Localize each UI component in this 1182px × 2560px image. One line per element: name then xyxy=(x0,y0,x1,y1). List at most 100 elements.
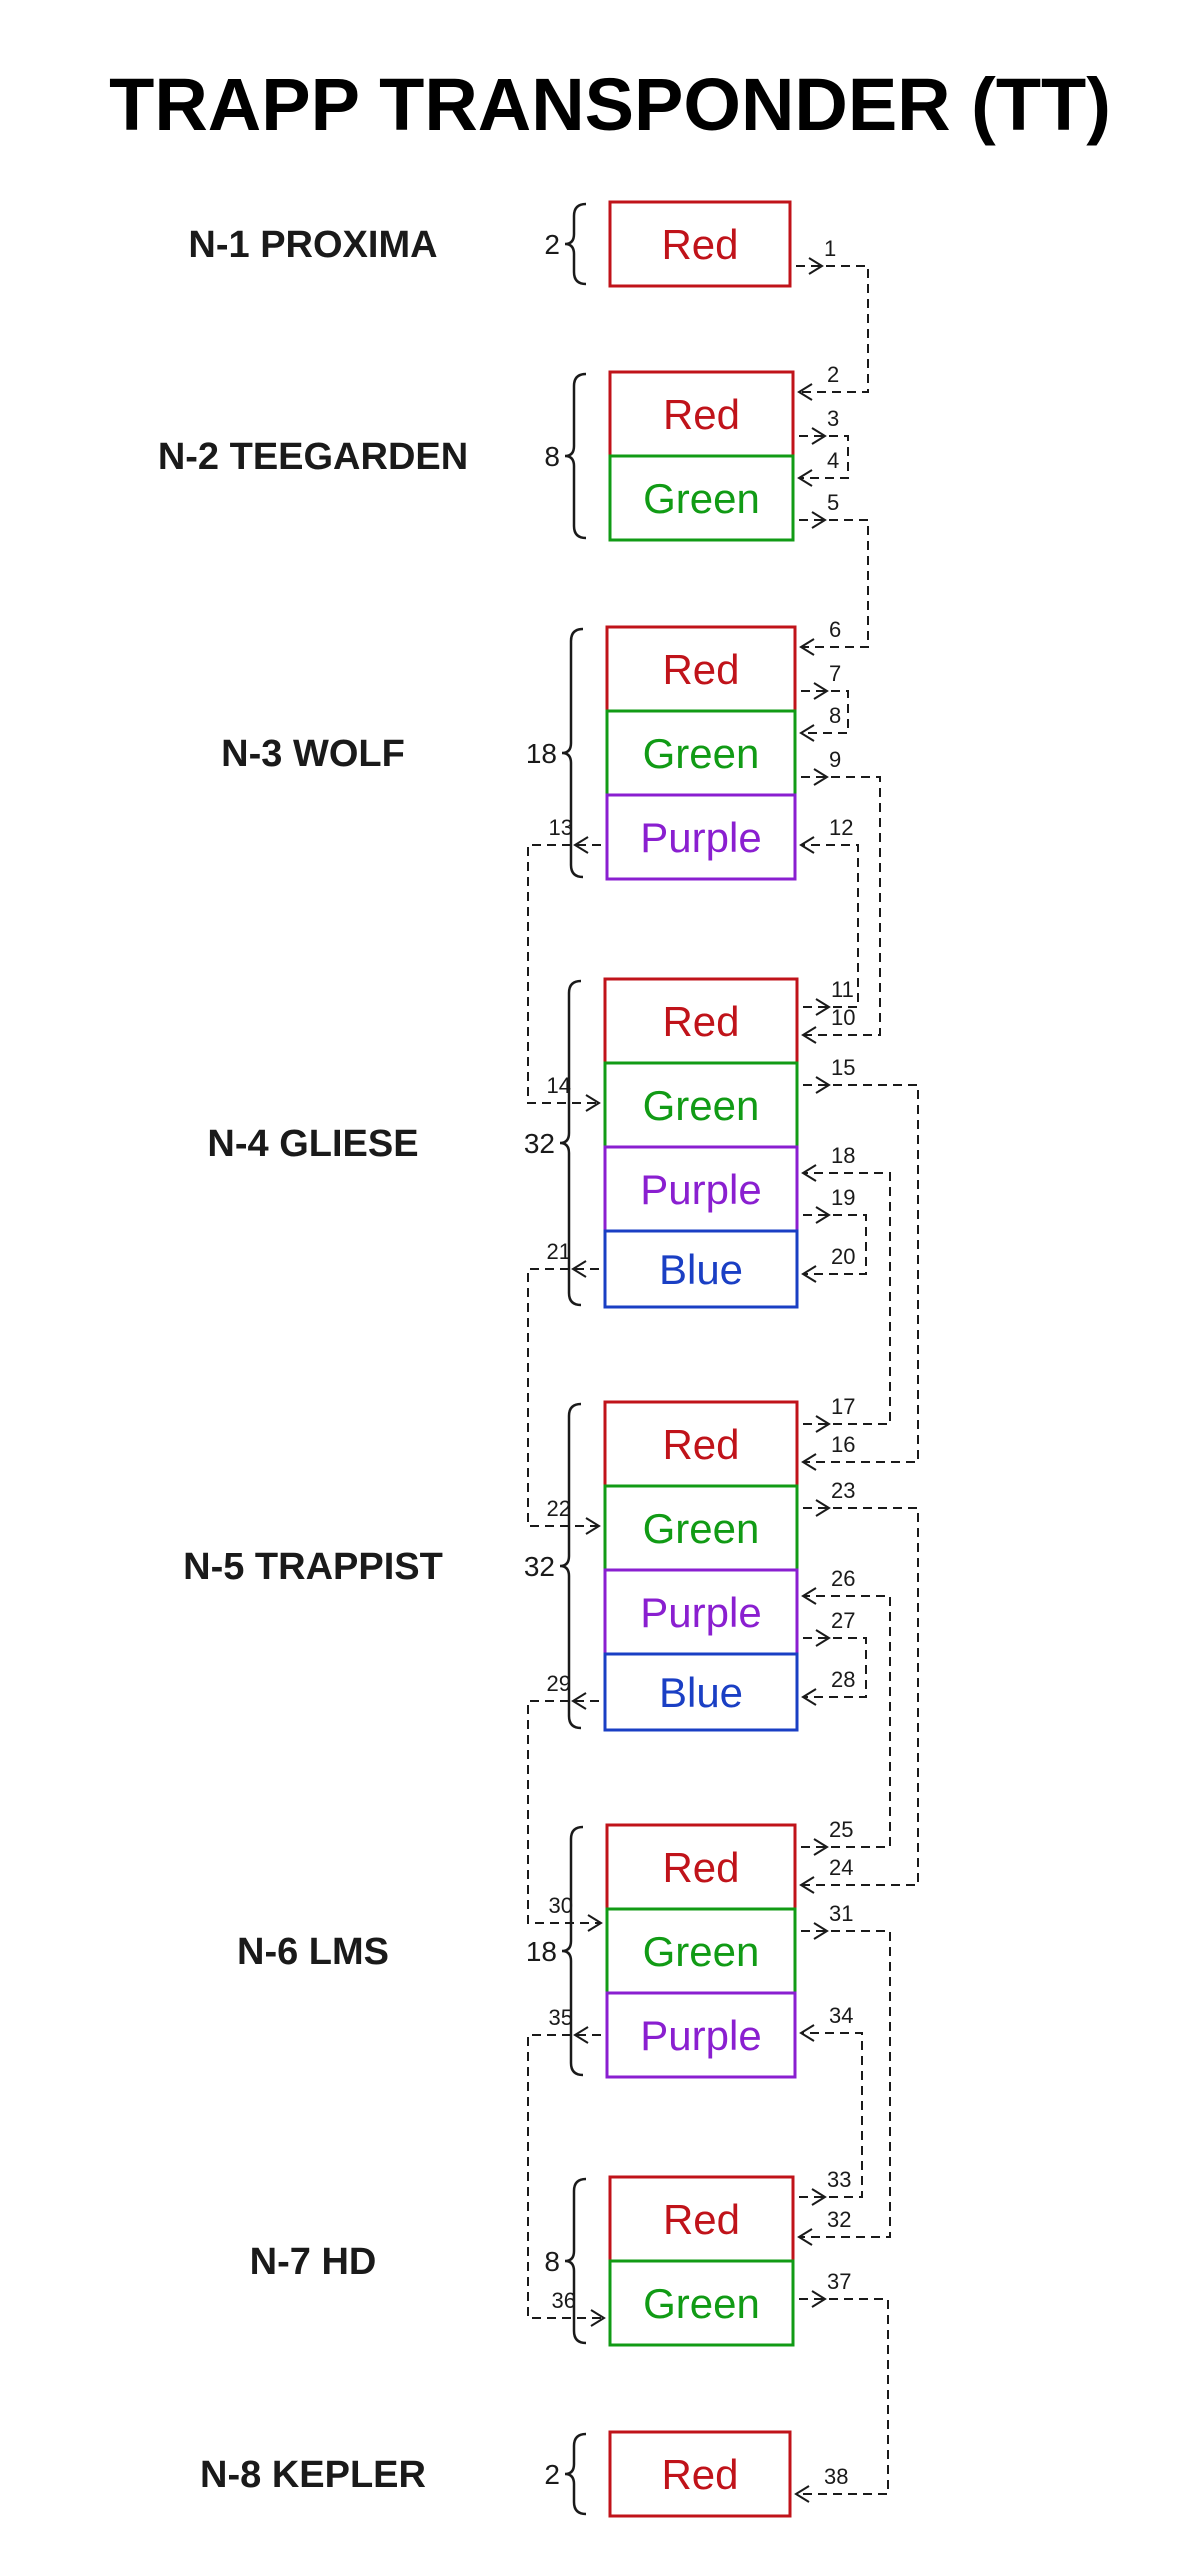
box-red xyxy=(605,1823,797,1911)
box-red xyxy=(608,200,792,288)
step-label: 24 xyxy=(829,1855,853,1880)
arrowhead xyxy=(811,427,827,445)
arrowhead xyxy=(811,2188,827,2206)
node-label: N-7 HD xyxy=(250,2241,377,2283)
electron-count: 32 xyxy=(524,1551,555,1582)
arrowhead xyxy=(815,1629,831,1647)
step-label: 31 xyxy=(829,1901,853,1926)
box-purple xyxy=(605,793,797,881)
step-label: 35 xyxy=(549,2005,573,2030)
brace xyxy=(564,372,587,540)
arrowhead xyxy=(585,1517,601,1535)
brace xyxy=(561,627,584,879)
arrowhead xyxy=(585,1094,601,1112)
arrowhead xyxy=(813,1838,829,1856)
arrowhead xyxy=(813,682,829,700)
step-label: 9 xyxy=(829,747,841,772)
diagram-title: TRAPP TRANSPONDER (TT) xyxy=(109,63,1111,146)
box-label: Green xyxy=(643,475,760,522)
link-path xyxy=(801,1507,919,1886)
box-blue xyxy=(603,1229,799,1309)
arrowhead xyxy=(799,1876,815,1894)
arrowhead xyxy=(808,257,824,275)
box-label: Purple xyxy=(640,814,761,861)
step-label: 14 xyxy=(547,1073,571,1098)
link-path xyxy=(799,1930,891,2238)
box-blue xyxy=(603,1652,799,1732)
transition-link: 78 xyxy=(799,661,849,742)
step-label: 30 xyxy=(549,1893,573,1918)
brace xyxy=(564,2177,587,2345)
arrowhead xyxy=(587,1914,603,1932)
arrowhead xyxy=(799,836,815,854)
step-label: 8 xyxy=(829,703,841,728)
link-path xyxy=(527,1268,599,1527)
step-label: 23 xyxy=(831,1478,855,1503)
link-path xyxy=(799,2032,863,2198)
arrowhead xyxy=(815,998,831,1016)
step-label: 2 xyxy=(827,362,839,387)
step-label: 29 xyxy=(547,1671,571,1696)
electron-count: 18 xyxy=(526,1936,557,1967)
arrowhead xyxy=(801,1265,817,1283)
link-path xyxy=(803,1637,867,1698)
link-path xyxy=(803,1084,919,1463)
box-label: Red xyxy=(662,1421,739,1468)
box-label: Blue xyxy=(659,1246,743,1293)
node-label: N-1 PROXIMA xyxy=(188,224,437,266)
link-path xyxy=(803,1214,867,1275)
step-label: 16 xyxy=(831,1432,855,1457)
step-label: 26 xyxy=(831,1566,855,1591)
arrowhead xyxy=(815,1499,831,1517)
link-path xyxy=(527,844,601,1104)
arrowhead xyxy=(815,1206,831,1224)
arrowhead xyxy=(794,2485,810,2503)
arrowhead xyxy=(801,1453,817,1471)
arrowhead xyxy=(799,724,815,742)
box-label: Red xyxy=(662,646,739,693)
step-label: 4 xyxy=(827,448,839,473)
step-label: 36 xyxy=(552,2288,576,2313)
step-label: 1 xyxy=(824,236,836,261)
step-label: 15 xyxy=(831,1055,855,1080)
box-label: Green xyxy=(643,1505,760,1552)
box-green xyxy=(603,1061,799,1149)
electron-count: 32 xyxy=(524,1128,555,1159)
step-label: 38 xyxy=(824,2464,848,2489)
link-path xyxy=(527,1700,601,1924)
box-purple xyxy=(605,1991,797,2079)
node-label: N-5 TRAPPIST xyxy=(183,1546,443,1588)
arrowhead xyxy=(571,1260,587,1278)
link-path xyxy=(801,1595,891,1848)
step-label: 28 xyxy=(831,1667,855,1692)
arrowhead xyxy=(813,768,829,786)
box-red xyxy=(608,2430,792,2518)
brace xyxy=(564,2432,587,2516)
node-label: N-6 LMS xyxy=(237,1931,389,1973)
arrowhead xyxy=(801,1587,817,1605)
transition-link: 910 xyxy=(801,747,881,1044)
arrowhead xyxy=(811,511,827,529)
link-path xyxy=(799,519,869,648)
node-label: N-2 TEEGARDEN xyxy=(158,436,468,478)
brace xyxy=(559,979,582,1307)
box-label: Red xyxy=(663,2196,740,2243)
step-label: 25 xyxy=(829,1817,853,1842)
box-purple xyxy=(603,1145,799,1233)
arrowhead xyxy=(815,1415,831,1433)
arrowhead xyxy=(815,1076,831,1094)
box-label: Purple xyxy=(640,1166,761,1213)
transition-link: 56 xyxy=(799,490,869,656)
box-label: Red xyxy=(661,221,738,268)
box-label: Red xyxy=(661,2451,738,2498)
box-label: Green xyxy=(643,1082,760,1129)
arrowhead xyxy=(801,1026,817,1044)
